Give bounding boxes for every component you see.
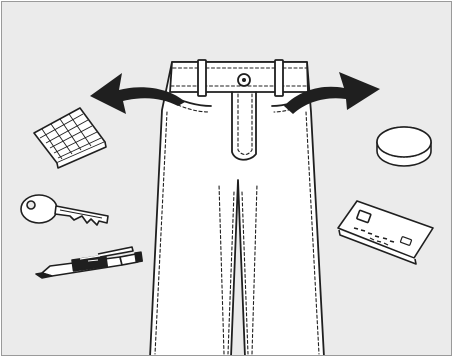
key-icon [21, 195, 108, 225]
handkerchief-icon [34, 108, 106, 168]
belt-loop [275, 60, 283, 96]
card-icon [338, 201, 433, 264]
pocket-emptying-illustration [2, 2, 452, 356]
coin-icon [377, 127, 431, 166]
pen-icon [36, 247, 142, 278]
belt-loop [198, 60, 206, 96]
